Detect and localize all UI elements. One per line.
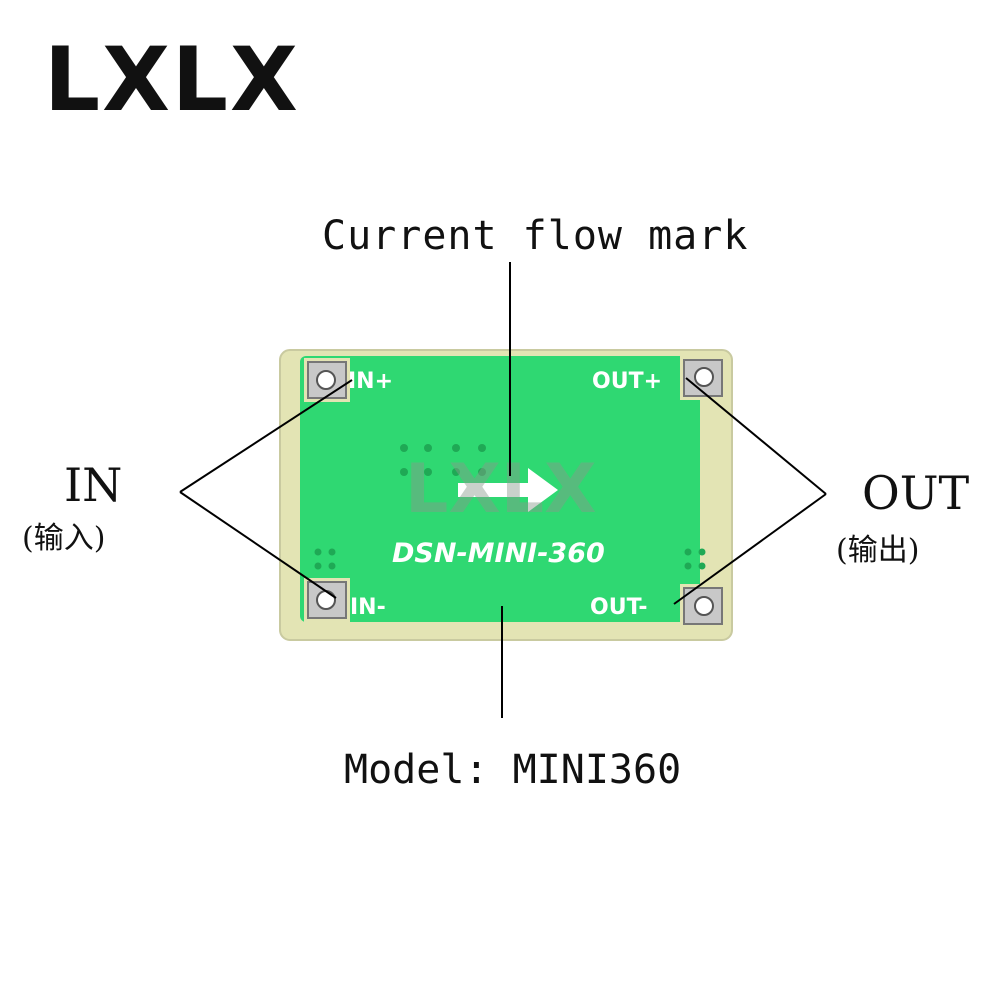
model-label: Model: MINI360 [344, 747, 682, 793]
pin-label-in-minus: IN- [350, 595, 386, 620]
in-label: IN [64, 458, 123, 512]
in-plus-leader-line [179, 379, 353, 493]
out-sublabel: (输出) [836, 533, 920, 568]
in-sublabel: (输入) [22, 521, 106, 556]
pad-in-minus [304, 578, 350, 622]
current-flow-label: Current flow mark [322, 213, 749, 259]
pad-in-plus [304, 358, 350, 402]
brand-logo: LXLX [44, 28, 300, 131]
pad-out-minus [680, 584, 726, 628]
pin-label-in-plus: IN+ [348, 369, 393, 394]
leader-lines [179, 262, 827, 718]
pin-label-out-minus: OUT- [590, 595, 647, 620]
arrow-right-icon [458, 468, 558, 512]
out-label: OUT [862, 466, 970, 520]
pin-label-out-plus: OUT+ [592, 369, 662, 394]
out-plus-leader-line [685, 377, 827, 495]
vias [314, 444, 706, 570]
board-model-print: DSN-MINI-360 [392, 538, 605, 569]
out-minus-leader-line [673, 493, 827, 605]
in-minus-leader-line [179, 491, 337, 599]
watermark: LXLX [405, 450, 597, 529]
